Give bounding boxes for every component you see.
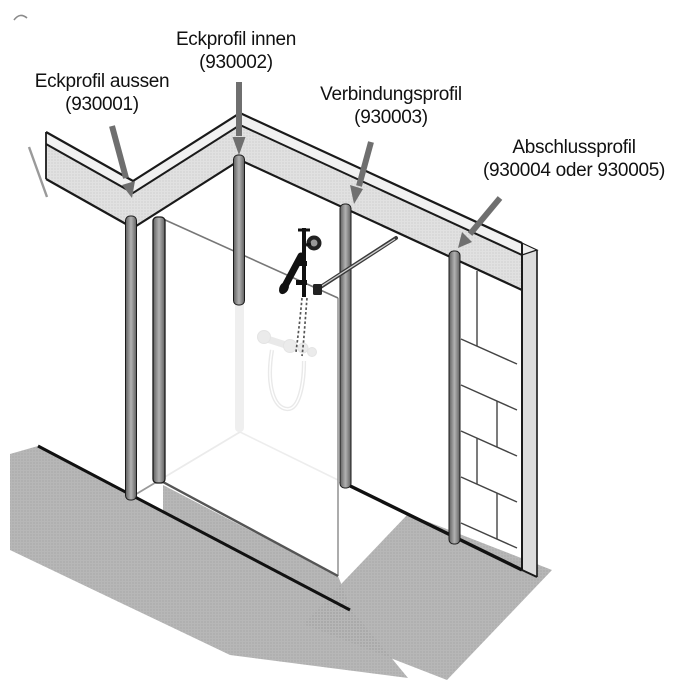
end-profile [448, 250, 461, 545]
shower-hose [301, 297, 308, 357]
end-wall-edge-face [522, 243, 537, 577]
hand-shower [282, 252, 305, 288]
arrow-head-abschlussprofil [458, 232, 472, 248]
hand-shower-head [278, 281, 290, 295]
arrow-shaft-abschlussprofil [467, 196, 503, 236]
right-wall-base [339, 479, 523, 572]
band-top-strip [46, 113, 522, 255]
band-line-mid [45, 123, 523, 256]
annotation-arrows [109, 82, 503, 248]
glass-top-edge [162, 218, 339, 299]
tile-line [460, 384, 518, 411]
label-eckprofil-aussen: Eckprofil aussen (930001) [35, 70, 170, 116]
floor-shadow [10, 446, 552, 680]
label-abschlussprofil-name: Abschlussprofil [512, 137, 636, 158]
end-wall-edge [521, 242, 539, 578]
label-abschlussprofil-code: (930004 oder 930005) [482, 160, 666, 181]
inner-corner-profile [233, 154, 245, 306]
outer-corner-profile [125, 215, 137, 501]
shower-hose [295, 297, 303, 353]
arrow-shaft-verbindungsprofil [356, 141, 374, 187]
pen-mark [13, 14, 28, 21]
connection-profile [339, 203, 352, 489]
band-texture [46, 125, 522, 290]
label-verbindungsprofil: Verbindungsprofil (930003) [320, 83, 462, 129]
arrow-shaft-eckprofil-aussen [109, 125, 129, 179]
label-verbindungsprofil-code: (930003) [354, 107, 428, 128]
glass-clamp [313, 284, 322, 295]
arrow-head-eckprofil-innen [232, 137, 246, 155]
glass-mount-profile [152, 216, 166, 484]
wall-bracket-hub [310, 239, 318, 247]
slider-clamp [296, 280, 307, 285]
label-eckprofil-aussen-name: Eckprofil aussen [34, 71, 170, 92]
tile-line [460, 430, 518, 457]
label-eckprofil-innen-code: (930002) [199, 52, 273, 73]
stabilizer-bar [313, 236, 398, 295]
glass-face [163, 219, 338, 576]
band-line-bottom [45, 158, 523, 291]
tile-line [460, 476, 518, 503]
label-eckprofil-innen-name: Eckprofil innen [175, 29, 297, 50]
glass-bottom-edge [162, 480, 339, 578]
end-wall-bottom-edge [521, 569, 538, 578]
arrow-head-verbindungsprofil [350, 185, 363, 204]
wall-profiles [125, 154, 461, 545]
tray-front-edge [37, 444, 351, 612]
label-eckprofil-innen: Eckprofil innen (930002) [176, 28, 296, 74]
tile-line [460, 338, 518, 365]
glass-panel [162, 218, 339, 578]
wall-top-band [27, 111, 523, 291]
shower-set [278, 228, 322, 357]
label-eckprofil-aussen-code: (930001) [65, 94, 139, 115]
bracket-arm [305, 242, 312, 247]
tile-line [460, 522, 518, 549]
slider-clamp [297, 261, 307, 266]
tile-joints [460, 271, 518, 549]
stabilizer-rod-highlight [316, 238, 396, 290]
arrow-head-eckprofil-aussen [122, 181, 135, 198]
band-line-top [45, 111, 523, 244]
band-left-edge-shade [27, 146, 49, 198]
label-abschlussprofil: Abschlussprofil (930004 oder 930005) [483, 136, 665, 182]
label-verbindungsprofil-name: Verbindungsprofil [320, 84, 462, 105]
